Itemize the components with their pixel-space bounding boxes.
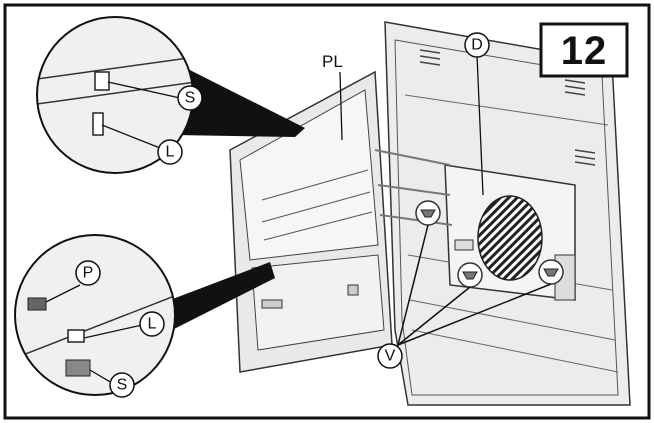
callout-p: P [75,260,101,286]
callout-l-top: L [157,139,183,165]
front-panel-pl [229,70,393,373]
label-l-bottom: L [148,316,157,333]
v-leaders [397,224,552,346]
vent-slots [419,49,596,166]
callout-s-bottom: S [109,372,135,398]
label-d: D [471,37,483,54]
step-number-box: 12 [539,22,629,78]
callout-d: D [464,32,490,196]
label-s-bottom: S [117,377,128,394]
label-l-top: L [166,144,175,161]
guide-rods [374,149,453,226]
screw-v-1 [415,200,441,226]
callout-l-bottom: L [139,311,165,337]
step-number: 12 [561,29,608,73]
screw-v-2 [457,262,483,288]
callout-v: V [377,343,403,369]
callout-s-top: S [177,85,203,111]
label-v: V [385,348,396,365]
screw-v-3 [538,259,564,285]
label-s-top: S [185,90,196,107]
label-pl: PL [322,52,343,71]
label-p: P [83,265,94,282]
